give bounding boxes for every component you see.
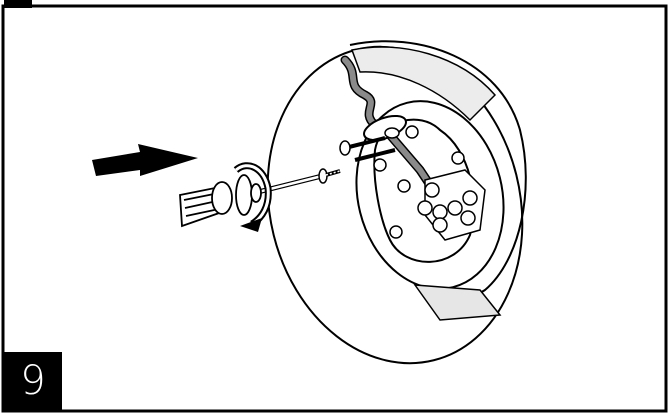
mounting-posts — [373, 125, 465, 239]
diagram-border — [1, 4, 668, 413]
cable-clamp-hole — [384, 127, 400, 139]
top-tab-marker — [4, 0, 32, 8]
dome-shade-inner — [350, 46, 497, 122]
rotate-clockwise-icon — [233, 162, 272, 232]
clamp-screw-top — [339, 136, 386, 156]
screw — [318, 168, 341, 184]
foot-bracket — [413, 284, 502, 321]
screwdriver-handle — [179, 174, 262, 228]
arrow-right-icon — [92, 144, 198, 176]
step-number: 9 — [4, 352, 62, 410]
clamp-screw-bottom — [354, 148, 396, 162]
terminal-block — [417, 169, 486, 241]
